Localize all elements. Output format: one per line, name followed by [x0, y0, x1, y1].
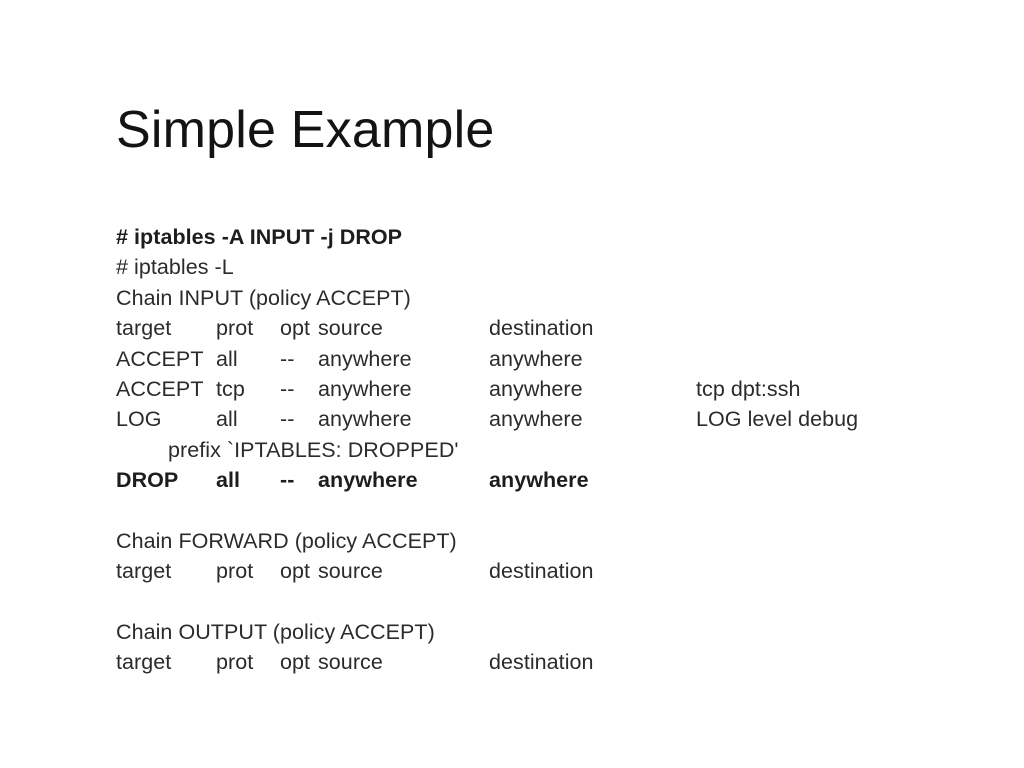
console-field-prot: all [216, 468, 241, 493]
console-blank-line [116, 587, 976, 617]
console-field-extra: tcp dpt:ssh [696, 376, 801, 401]
console-field-prot: prot [216, 316, 254, 341]
console-line-chain-forward-header: Chain FORWARD (policy ACCEPT) [116, 528, 457, 553]
console-field-source: anywhere [318, 376, 412, 401]
console-field-destination: anywhere [489, 407, 583, 432]
console-line-input-rule-drop: DROP all -- anywhere anywhere [116, 465, 976, 495]
console-line-cmd-append-drop: # iptables -A INPUT -j DROP [116, 225, 403, 249]
console-line-cmd-list: # iptables -L [116, 255, 234, 280]
console-line-chain-output-header: Chain OUTPUT (policy ACCEPT) [116, 620, 435, 645]
console-field-source: anywhere [318, 346, 412, 371]
console-field-target: LOG [116, 407, 162, 432]
console-field-target: target [116, 559, 172, 584]
iptables-console-output: # iptables -A INPUT -j DROP # iptables -L… [116, 222, 976, 678]
console-field-opt: -- [280, 468, 295, 493]
console-field-source: source [318, 650, 383, 675]
console-field-opt: -- [280, 376, 295, 401]
console-field-prot: all [216, 407, 238, 432]
console-line-input-rule-accept-all: ACCEPT all -- anywhere anywhere [116, 344, 976, 374]
console-field-source: anywhere [318, 407, 412, 432]
console-field-target: target [116, 316, 172, 341]
console-field-opt: opt [280, 650, 311, 675]
console-field-prot: all [216, 346, 238, 371]
console-field-prot: tcp [216, 376, 245, 401]
console-field-destination: anywhere [489, 468, 589, 493]
page-title: Simple Example [116, 101, 495, 159]
console-field-target: DROP [116, 468, 179, 493]
console-field-source: anywhere [318, 468, 418, 493]
console-line-input-rule-log-prefix: prefix `IPTABLES: DROPPED' [168, 437, 459, 462]
console-line-input-column-headers: target prot opt source destination [116, 313, 976, 343]
console-field-destination: anywhere [489, 346, 583, 371]
console-blank-line [116, 496, 976, 526]
console-field-extra: LOG level debug [696, 407, 859, 432]
console-field-opt: opt [280, 316, 311, 341]
console-field-prot: prot [216, 650, 254, 675]
console-line-output-column-headers: target prot opt source destination [116, 647, 976, 677]
console-line-chain-input-header: Chain INPUT (policy ACCEPT) [116, 285, 411, 310]
console-field-target: ACCEPT [116, 376, 204, 401]
console-field-source: source [318, 559, 383, 584]
console-line-input-rule-log: LOG all -- anywhere anywhere LOG level debug [116, 404, 976, 434]
console-field-destination: destination [489, 650, 594, 675]
console-field-target: ACCEPT [116, 346, 204, 371]
console-field-opt: -- [280, 407, 295, 432]
console-field-opt: -- [280, 346, 295, 371]
console-field-source: source [318, 316, 383, 341]
console-field-prot: prot [216, 559, 254, 584]
console-field-opt: opt [280, 559, 311, 584]
console-field-target: target [116, 650, 172, 675]
console-field-destination: destination [489, 559, 594, 584]
console-field-destination: anywhere [489, 376, 583, 401]
console-line-forward-column-headers: target prot opt source destination [116, 556, 976, 586]
console-field-destination: destination [489, 316, 594, 341]
console-line-input-rule-accept-tcp-ssh: ACCEPT tcp -- anywhere anywhere tcp dpt:ssh [116, 374, 976, 404]
